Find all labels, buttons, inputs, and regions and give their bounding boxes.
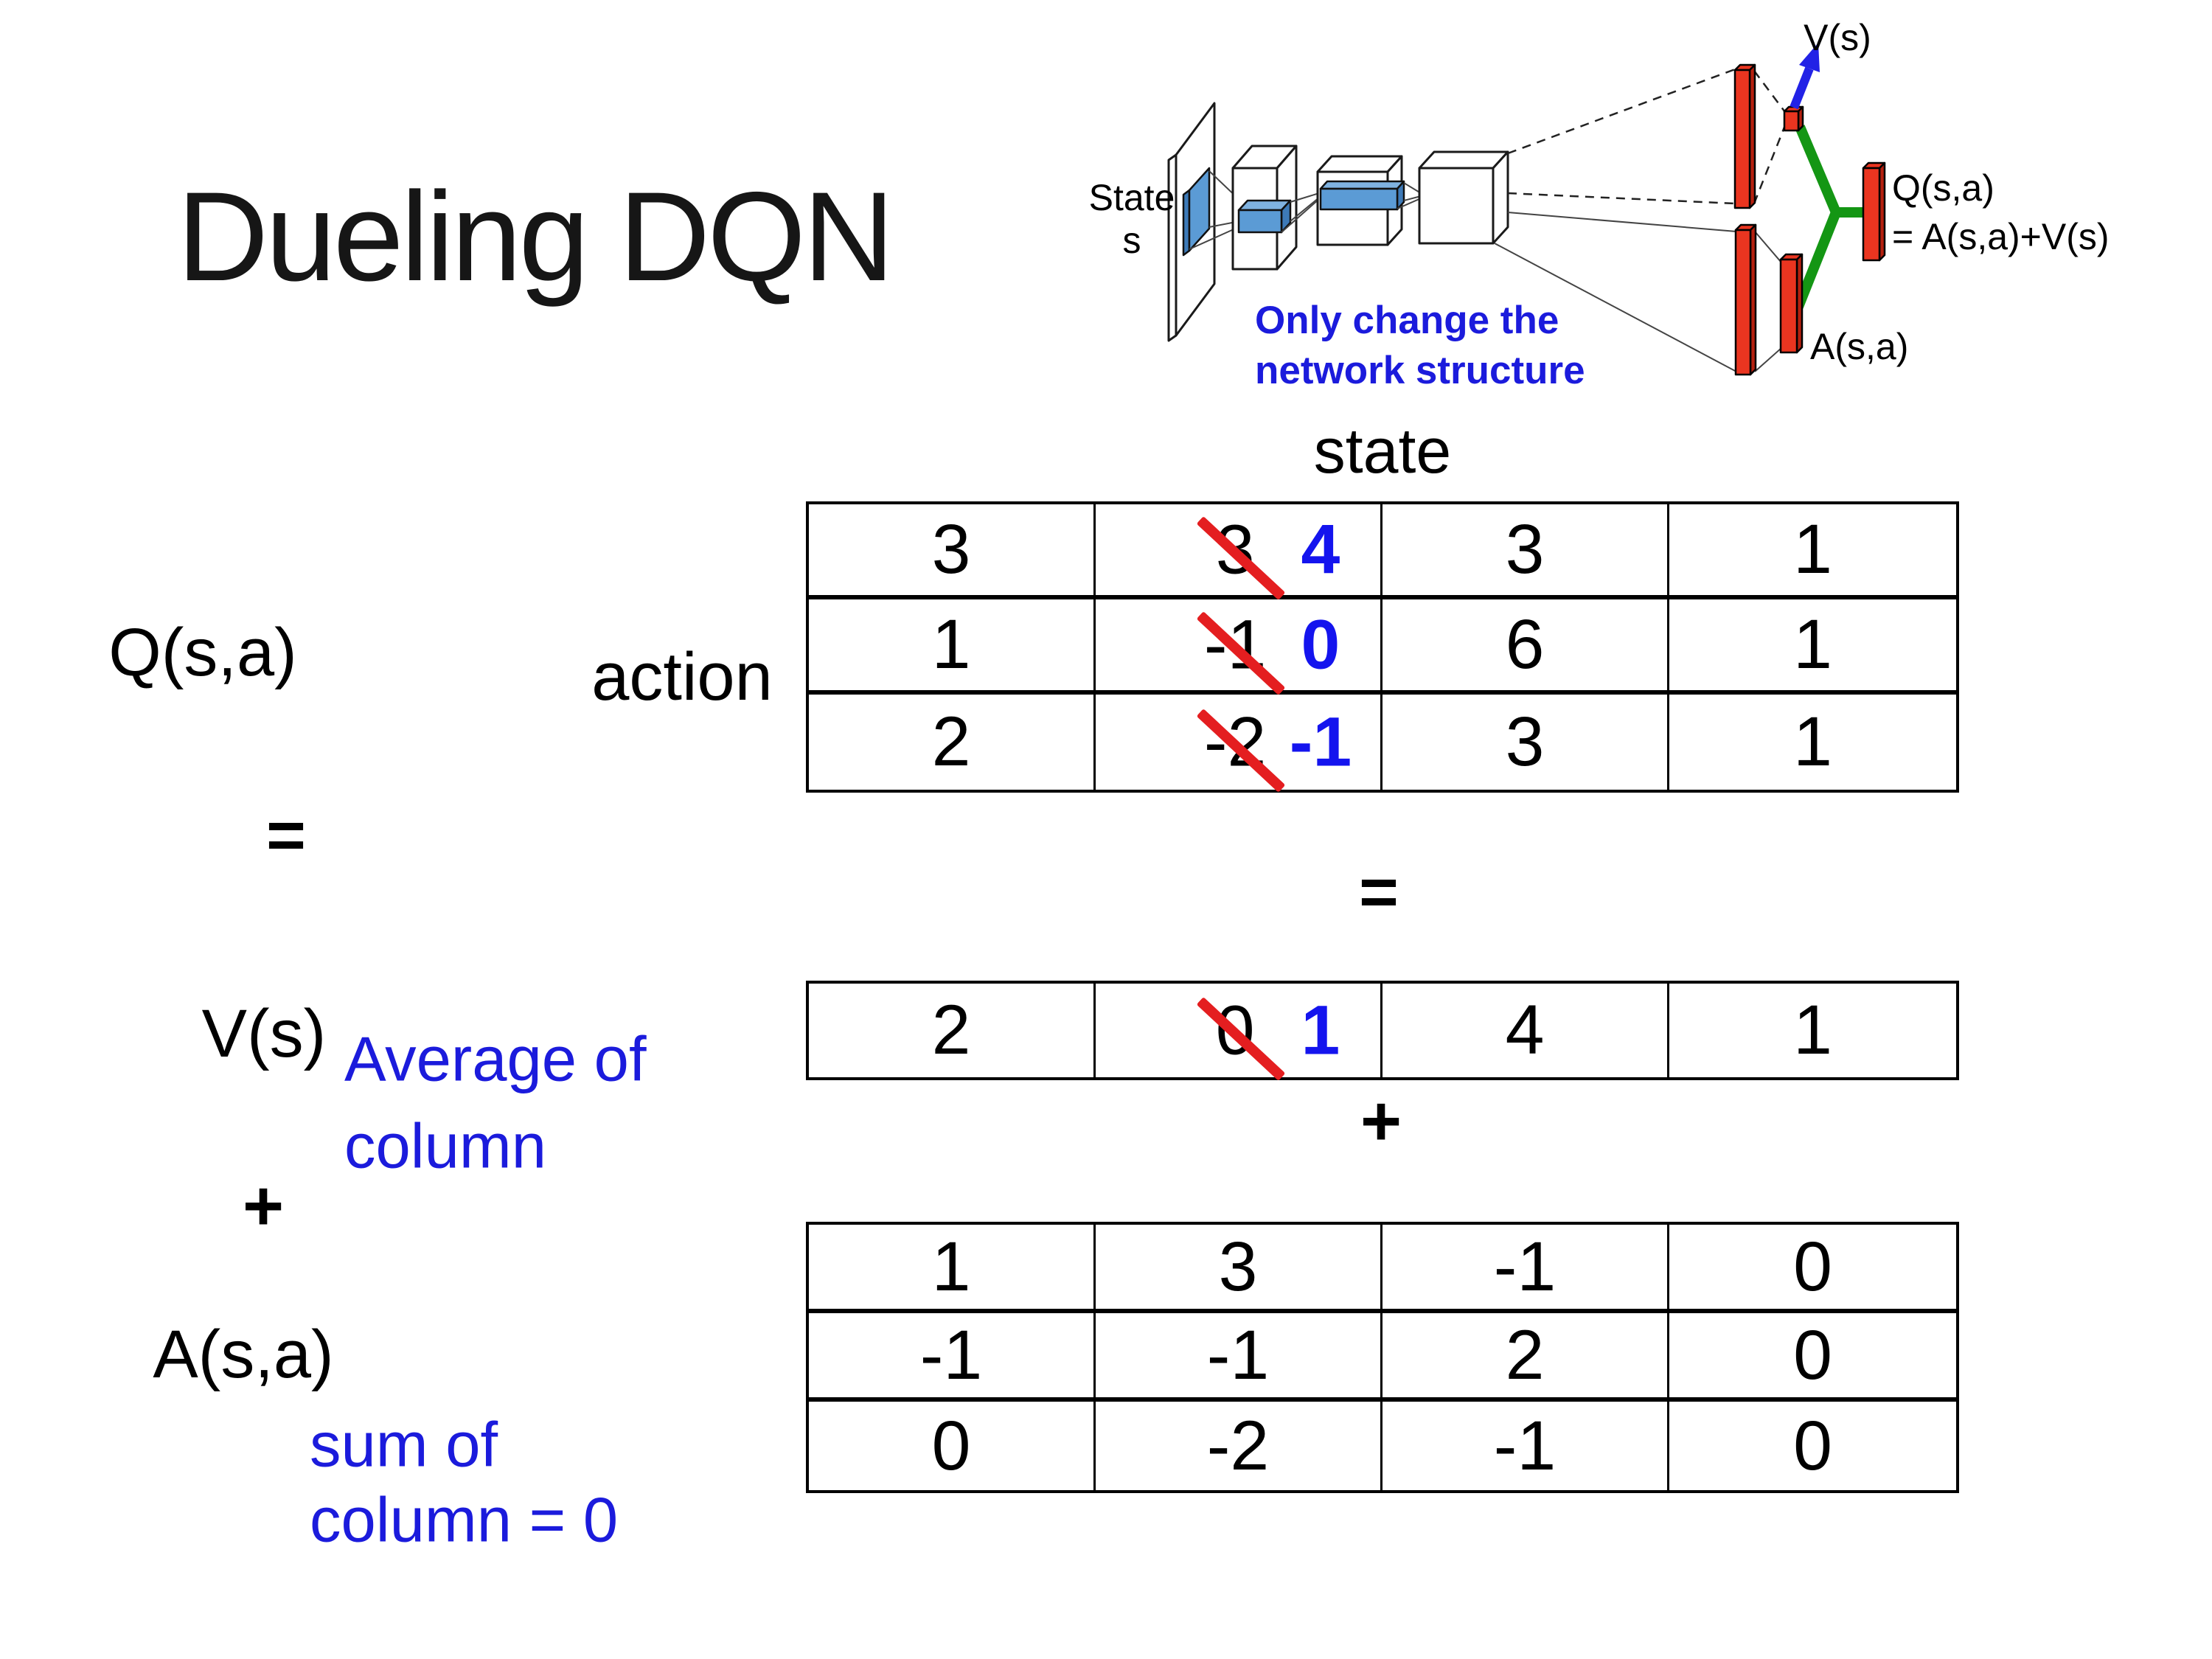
equals-sign-left: = [266, 798, 306, 873]
plus-sign-middle: + [1360, 1082, 1402, 1161]
a-note-line1: sum of [310, 1410, 498, 1481]
a-cell-r2c1: -2 [1096, 1402, 1382, 1490]
q-cell-r0c3: 1 [1669, 504, 1956, 599]
a-output-label: A(s,a) [1810, 326, 1908, 367]
q-cell-r0c1-crossed: 3 4 [1096, 504, 1382, 600]
v-output-label: V(s) [1804, 17, 1871, 58]
value-scalar-node [1783, 105, 1804, 132]
q-cell-r1c2: 6 [1382, 599, 1669, 695]
combine-links [1793, 125, 1864, 309]
a-cell-r0c3: 0 [1669, 1225, 1956, 1313]
q-cell-r1c3: 1 [1669, 599, 1956, 695]
q-output-formula: = A(s,a)+V(s) [1892, 216, 2110, 257]
conv-box-3 [1418, 150, 1509, 245]
conv-feature-1 [1237, 199, 1292, 234]
q-cell-r1c1-crossed: -1 0 [1096, 599, 1382, 695]
page-title: Dueling DQN [177, 166, 894, 307]
q-cell-r1c0: 1 [809, 599, 1096, 695]
new-value: 0 [1301, 605, 1340, 684]
fc-bar-value-stream [1733, 63, 1756, 209]
fc-bar-advantage-stream [1734, 223, 1757, 376]
a-note-line2: column = 0 [310, 1485, 619, 1556]
a-matrix-label: A(s,a) [153, 1317, 334, 1392]
a-value-table: 1 3 -1 0 -1 -1 2 0 0 -2 -1 0 [806, 1222, 1959, 1493]
state-column-header: state [1313, 416, 1452, 487]
a-cell-r1c2: 2 [1382, 1313, 1669, 1402]
a-cell-r0c0: 1 [809, 1225, 1096, 1313]
a-cell-r2c3: 0 [1793, 1406, 1832, 1485]
a-cell-r0c2: -1 [1382, 1225, 1669, 1313]
v-cell-c3: 1 [1793, 991, 1832, 1069]
diagram-note-line1: Only change the [1255, 299, 1559, 342]
v-note-line1: Average of [344, 1024, 647, 1095]
action-row-label: action [591, 639, 773, 714]
q-cell-r2c3: 1 [1793, 703, 1832, 781]
q-cell-r2c1-crossed: -2 -1 [1096, 695, 1382, 793]
advantage-vector-node [1779, 253, 1804, 354]
q-cell-r0c2: 3 [1382, 504, 1669, 599]
equals-sign-middle: = [1359, 855, 1399, 930]
q-output-bar [1862, 161, 1886, 262]
state-input-label: State [1089, 177, 1175, 218]
dueling-network-diagram: State s V(s) Q(s,a) = A(s,a)+V(s) A(s,a)… [1089, 17, 2110, 392]
a-cell-r1c3: 0 [1669, 1313, 1956, 1402]
plus-sign-left: + [242, 1166, 285, 1245]
v-value-table: 2 0 1 4 1 [806, 981, 1959, 1081]
q-cell-r2c2: 3 [1382, 695, 1669, 790]
q-cell-r2c0: 2 [809, 695, 1096, 790]
v-note-line2: column [344, 1111, 547, 1182]
v-cell-c1-crossed: 0 1 [1096, 984, 1382, 1081]
state-input-label-s: s [1123, 220, 1141, 261]
q-cell-r0c0: 3 [809, 504, 1096, 599]
q-output-label: Q(s,a) [1892, 167, 1994, 209]
conv-feature-2 [1319, 180, 1405, 211]
diagram-note-line2: network structure [1255, 349, 1585, 392]
new-value: -1 [1289, 703, 1352, 781]
value-output-arrow-icon [1790, 43, 1820, 110]
v-matrix-label: V(s) [201, 996, 327, 1071]
v-cell-c0: 2 [809, 984, 1096, 1077]
v-cell-c2: 4 [1382, 984, 1669, 1077]
a-cell-r0c1: 3 [1096, 1225, 1382, 1313]
a-cell-r1c0: -1 [809, 1313, 1096, 1402]
a-cell-r2c2: -1 [1382, 1402, 1669, 1490]
q-value-table: 3 3 4 3 1 1 -1 0 6 1 2 -2 -1 3 1 [806, 501, 1959, 793]
a-cell-r2c0: 0 [809, 1402, 1096, 1490]
a-cell-r1c1: -1 [1096, 1313, 1382, 1402]
q-matrix-label: Q(s,a) [108, 615, 297, 690]
input-feature-patch [1182, 167, 1211, 257]
new-value: 1 [1301, 991, 1340, 1069]
new-value: 4 [1301, 510, 1340, 588]
